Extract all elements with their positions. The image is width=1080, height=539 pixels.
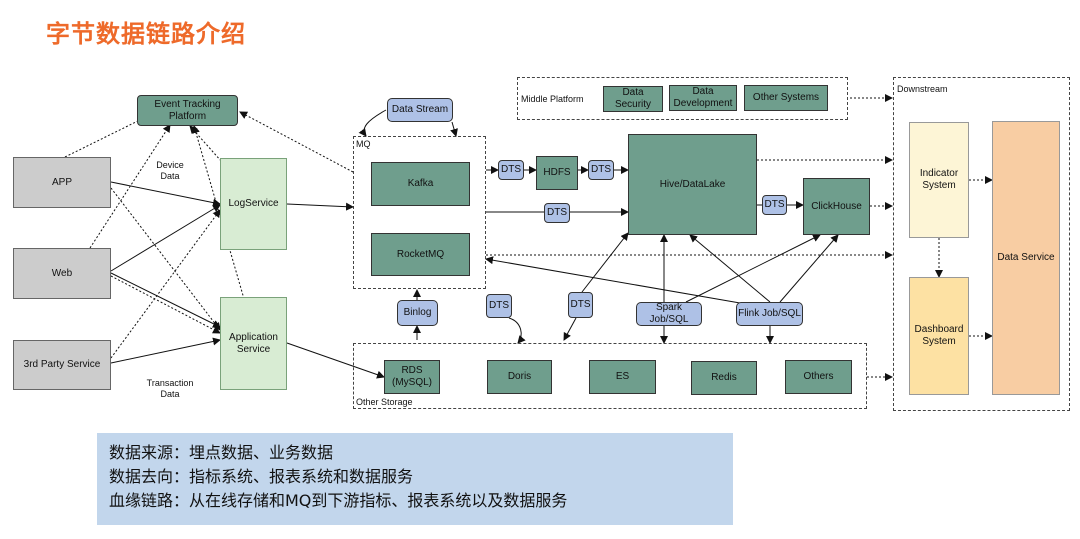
log-service: LogService [220, 158, 287, 250]
rocketmq-node: RocketMQ [371, 233, 470, 276]
mq-caption: MQ [356, 139, 371, 149]
transaction-data-label: Transaction Data [146, 378, 194, 400]
source-3rd-party: 3rd Party Service [13, 340, 111, 390]
other-storage-caption: Other Storage [356, 397, 413, 407]
clickhouse-node: ClickHouse [803, 178, 870, 235]
event-tracking-platform: Event Tracking Platform [137, 95, 238, 126]
page-title: 字节数据链路介绍 [46, 20, 246, 48]
dashboard-system-node: Dashboard System [909, 277, 969, 395]
edge-app-log [110, 181, 221, 207]
edge-log-mq [286, 202, 354, 211]
rds-mysql-node: RDS (MySQL) [384, 360, 440, 394]
es-node: ES [589, 360, 656, 394]
data-stream-tag: Data Stream [387, 98, 453, 122]
dts-tag-4: DTS [762, 195, 787, 215]
mq-group [353, 136, 486, 289]
device-data-label: Device Data [156, 160, 184, 182]
summary-line-lineage: 血缘链路：从在线存储和MQ到下游指标、报表系统以及数据服务 [109, 491, 568, 510]
spark-job-tag: Spark Job/SQL [636, 302, 702, 326]
application-service: Application Service [220, 297, 287, 390]
others-node: Others [785, 360, 852, 394]
summary-line-sources: 数据来源：埋点数据、业务数据 [109, 443, 334, 462]
source-app: APP [13, 157, 111, 208]
doris-node: Doris [487, 360, 552, 394]
downstream-caption: Downstream [897, 84, 948, 94]
source-web: Web [13, 248, 111, 299]
edge-3rd-appsvc [110, 337, 221, 364]
summary-line-destinations: 数据去向：指标系统、报表系统和数据服务 [109, 467, 414, 486]
redis-node: Redis [691, 361, 757, 395]
dts-tag-2: DTS [588, 160, 614, 180]
data-development-node: Data Development [669, 85, 737, 111]
edge-appsvc-rds [286, 342, 385, 379]
hdfs-node: HDFS [536, 156, 578, 190]
middle-platform-caption: Middle Platform [521, 94, 584, 104]
dts-tag-6: DTS [568, 292, 593, 318]
dts-tag-1: DTS [498, 160, 524, 180]
flink-job-tag: Flink Job/SQL [736, 302, 803, 326]
middle-platform-group [517, 77, 848, 120]
kafka-node: Kafka [371, 162, 470, 206]
other-systems-node: Other Systems [744, 85, 828, 111]
dts-tag-3: DTS [544, 203, 570, 223]
data-service-node: Data Service [992, 121, 1060, 395]
data-security-node: Data Security [603, 86, 663, 112]
hive-datalake-node: Hive/DataLake [628, 134, 757, 235]
edge-web-appsvc [110, 272, 221, 328]
summary-panel: 数据来源：埋点数据、业务数据 数据去向：指标系统、报表系统和数据服务 血缘链路：… [97, 433, 733, 525]
indicator-system-node: Indicator System [909, 122, 969, 238]
downstream-group [893, 77, 1070, 411]
dts-tag-5: DTS [486, 294, 512, 318]
binlog-tag: Binlog [397, 300, 438, 326]
other-storage-group [353, 343, 867, 409]
edge-web-log [110, 204, 221, 272]
